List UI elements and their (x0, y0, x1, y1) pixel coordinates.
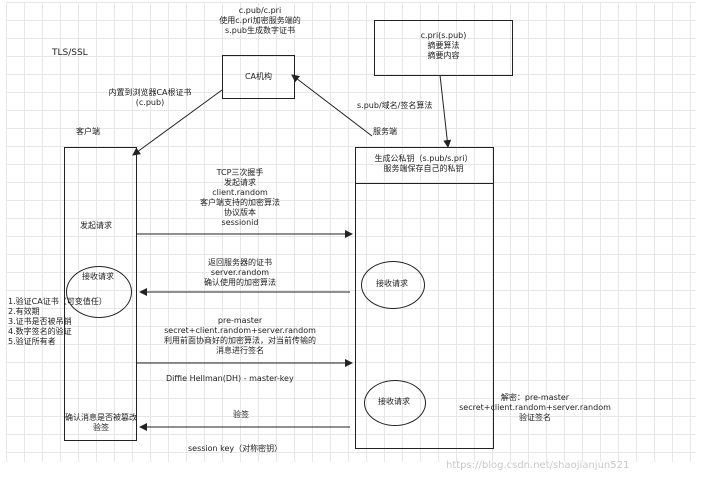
message-server-hello: 返回服务器的证书 server.random 确认使用的加密算法 (204, 258, 276, 287)
arrow-server-to-ca (291, 74, 373, 137)
ca-label: CA机构 (244, 72, 273, 81)
server-header-box (355, 147, 494, 184)
session-key-label: session key（对称密钥） (188, 444, 283, 453)
message-client-hello: TCP三次握手 发起请求 client.random 客户端支持的加密算法 协议… (200, 168, 280, 227)
server-receive-request-2: 接收请求 (378, 397, 410, 406)
client-receive-ellipse (66, 266, 132, 318)
confirm-message: 确认消息是否被篡改 验签 (65, 413, 137, 432)
server-header-text: 生成公私钥（s.pub/s.pri） 服务端保存自己的私钥 (374, 154, 473, 173)
server-receive-ellipse-1 (361, 261, 425, 309)
dh-label: Diffie Hellman(DH) - master-key (166, 374, 294, 383)
verify-list: 1.验证CA证书（可变值任） 2.有效期 3.证书是否被吊销 4.数字签名的验证… (8, 297, 107, 346)
sign-algorithm-label: s.pub/域名/签名算法 (357, 101, 433, 110)
message-pre-master: pre-master secret+client.random+server.r… (164, 316, 316, 355)
sign-message: 验签 (233, 410, 249, 419)
watermark: https://blog.csdn.net/shaojianjun521 (446, 460, 630, 471)
client-receive-request: 接收请求 (82, 272, 114, 281)
client-label: 客户端 (76, 127, 100, 136)
server-note-text: c.pri(s.pub) 摘要算法 摘要内容 (420, 31, 467, 60)
server-label: 服务端 (373, 127, 397, 136)
decrypt-note: 解密：pre-master secret+client.random+serve… (459, 393, 611, 422)
diagram-title: TLS/SSL (52, 48, 88, 58)
server-note-box: c.pri(s.pub) 摘要算法 摘要内容 (374, 20, 513, 76)
server-receive-request-1: 接收请求 (376, 279, 408, 288)
builtin-cert-label: 内置到浏览器CA根证书 (c.pub) (108, 88, 192, 107)
server-receive-ellipse-2 (364, 380, 426, 426)
client-send-request: 发起请求 (80, 221, 112, 230)
ca-caption: c.pub/c.pri 使用c.pri加密服务端的 s.pub生成数字证书 (219, 6, 301, 35)
client-box (64, 147, 137, 441)
arrow-note-to-server (439, 74, 452, 148)
ca-box: CA机构 (222, 55, 295, 99)
arrow-ca-to-client (132, 89, 223, 156)
